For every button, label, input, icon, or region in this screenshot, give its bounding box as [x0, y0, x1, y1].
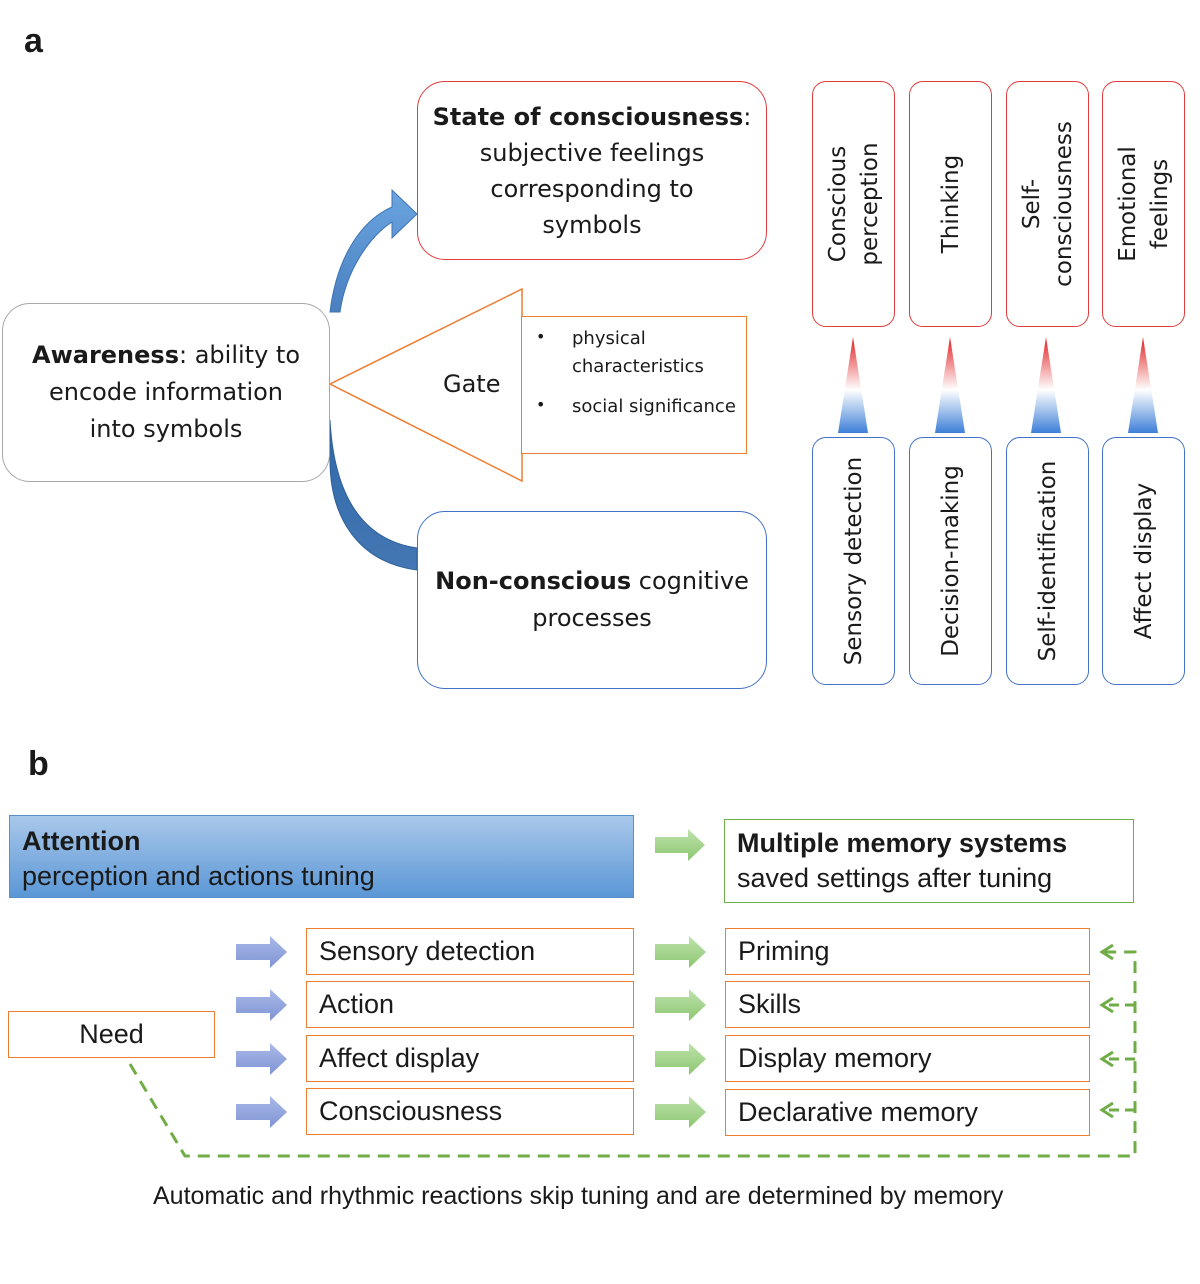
column-top-3-line-2: consciousness — [1050, 121, 1077, 287]
nonconscious-box: Non-conscious cognitive processes — [417, 511, 767, 689]
column-bottom-sensory-detection: Sensory detection — [812, 437, 895, 685]
column-bottom-text-2: Decision-making — [937, 465, 964, 657]
nonconscious-line-1: Non-conscious cognitive — [435, 563, 749, 600]
process-action: Action — [306, 981, 634, 1028]
process-affect-display: Affect display — [306, 1035, 634, 1082]
column-bottom-text-3: Self-identification — [1034, 460, 1061, 662]
arrow-green-1 — [655, 936, 706, 968]
panel-a-graphics — [328, 188, 1158, 571]
arrow-blue-2 — [236, 989, 287, 1021]
arrow-green-2 — [655, 989, 706, 1021]
nonconscious-line-2: processes — [532, 604, 652, 632]
column-bottom-decision-making: Decision-making — [909, 437, 992, 685]
memory-systems-subtitle: saved settings after tuning — [737, 863, 1053, 893]
column-top-text-1: Conscious perception — [822, 142, 886, 265]
arrow-green-4 — [655, 1096, 706, 1128]
state-line-1: State of consciousness: — [433, 99, 752, 135]
column-top-emotional-feelings: Emotional feelings — [1102, 81, 1185, 327]
memory-display: Display memory — [725, 1035, 1090, 1082]
arrow-green-3 — [655, 1043, 706, 1075]
awareness-line-1: Awareness: ability to — [32, 337, 300, 374]
arrow-blue-1 — [236, 936, 287, 968]
state-line-2: subjective feelings — [479, 138, 705, 167]
need-box: Need — [8, 1011, 215, 1058]
awareness-line-2: encode information — [49, 378, 283, 406]
feedback-head-1 — [1099, 943, 1114, 961]
column-top-thinking: Thinking — [909, 81, 992, 327]
column-top-text-4: Emotional feelings — [1112, 146, 1176, 262]
column-top-2-line-1: Thinking — [937, 154, 964, 254]
feedback-head-2 — [1099, 996, 1114, 1014]
awareness-rest: : ability to — [179, 341, 300, 369]
column-top-1-line-1: Conscious — [824, 145, 851, 263]
gate-item-physical: physical characteristics — [536, 323, 736, 381]
feedback-head-3 — [1099, 1050, 1114, 1068]
column-top-text-2: Thinking — [935, 155, 967, 253]
state-bold: State of consciousness — [432, 102, 744, 131]
state-line-4: symbols — [542, 210, 642, 239]
awareness-line-3: into symbols — [89, 415, 243, 443]
memory-systems-title: Multiple memory systems — [737, 828, 1068, 858]
column-top-self-consciousness: Self- consciousness — [1006, 81, 1089, 327]
memory-declarative: Declarative memory — [725, 1089, 1090, 1136]
column-bottom-self-identification: Self-identification — [1006, 437, 1089, 685]
panel-b-label: b — [28, 745, 49, 783]
arrow-blue-4 — [236, 1096, 287, 1128]
arrow-blue-3 — [236, 1043, 287, 1075]
feedback-head-4 — [1099, 1101, 1114, 1119]
panel-b-graphics — [128, 829, 1137, 1158]
column-top-text-3: Self- consciousness — [1016, 121, 1080, 287]
memory-priming: Priming — [725, 928, 1090, 975]
gradient-spike-4 — [1128, 337, 1158, 433]
state-rest: : — [743, 102, 752, 131]
column-top-3-line-1: Self- — [1018, 178, 1045, 230]
column-top-4-line-1: Emotional — [1114, 146, 1141, 262]
process-sensory-detection: Sensory detection — [306, 928, 634, 975]
column-bottom-text-1: Sensory detection — [840, 456, 867, 666]
state-of-consciousness-box: State of consciousness: subjective feeli… — [417, 81, 767, 260]
gate-label: Gate — [443, 370, 501, 398]
gate-item-social: social significance — [536, 391, 736, 421]
dashed-feedback-line — [128, 950, 1137, 1158]
awareness-bold: Awareness — [32, 341, 179, 369]
column-top-1-line-2: perception — [856, 142, 883, 266]
gradient-spike-1 — [838, 337, 868, 433]
gate-characteristics-box: physical characteristics social signific… — [521, 316, 747, 454]
panel-b-caption: Automatic and rhythmic reactions skip tu… — [153, 1182, 1004, 1210]
memory-skills: Skills — [725, 981, 1090, 1028]
awareness-box: Awareness: ability to encode information… — [2, 303, 330, 482]
curved-arrow-down — [329, 419, 418, 571]
curved-arrow-up — [329, 188, 418, 313]
column-bottom-affect-display: Affect display — [1102, 437, 1185, 685]
arrow-header-green — [655, 829, 705, 861]
column-top-conscious-perception: Conscious perception — [812, 81, 895, 327]
gradient-spike-3 — [1031, 337, 1061, 433]
attention-subtitle: perception and actions tuning — [22, 861, 375, 891]
column-top-4-line-2: feelings — [1146, 158, 1173, 250]
memory-systems-box: Multiple memory systems saved settings a… — [724, 819, 1134, 903]
gradient-spike-2 — [935, 337, 965, 433]
state-line-3: corresponding to — [490, 174, 694, 203]
nonconscious-bold: Non-conscious — [435, 567, 632, 595]
nonconscious-rest: cognitive — [631, 567, 749, 595]
attention-title: Attention — [22, 826, 141, 856]
process-consciousness: Consciousness — [306, 1088, 634, 1135]
attention-box: Attention perception and actions tuning — [9, 815, 634, 898]
panel-a-label: a — [24, 22, 43, 60]
column-bottom-text-4: Affect display — [1130, 482, 1157, 640]
